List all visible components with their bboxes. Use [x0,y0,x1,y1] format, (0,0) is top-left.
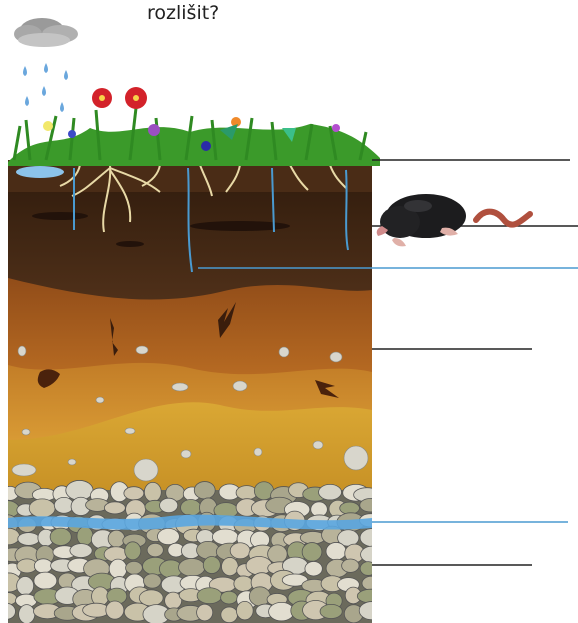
gravel-stone [17,577,34,596]
gravel-stone [361,546,385,563]
gravel-stone [305,561,322,575]
gravel-stone [19,605,35,623]
soil-layers [0,160,385,623]
gravel-stone [197,588,222,604]
gravel-stone [50,528,71,545]
gravel-stone [342,559,359,572]
gravel-stone [29,499,55,518]
gravel-stone [360,498,381,511]
gravel-stone [362,576,381,590]
gravel-stone [0,603,15,619]
gravel-stone [179,558,205,576]
gravel-stone [359,602,384,620]
gravel-stone [106,601,124,619]
gravel-stone [236,601,253,620]
gravel-stone [221,591,238,604]
gravel-stone [18,533,40,546]
gravel-stone [197,541,220,559]
gravel-stone [108,530,125,547]
gravel-stone [326,542,346,560]
flowers-icon [8,87,380,166]
gravel-stone [268,545,288,563]
gravel-stone [124,487,144,500]
cloud-icon [14,18,78,47]
gravel-stone [221,607,238,623]
gravel-stone [319,484,342,500]
gravel-stone [34,572,57,589]
gravel-stone [320,604,342,618]
gravel-stone [160,498,178,512]
earthworm-icon [476,212,530,225]
gravel-stone [197,604,213,621]
puddle [16,166,64,178]
gravel-stone [203,556,220,573]
gravel-stone [181,499,202,515]
gravel-stone [147,543,163,556]
gravel-stone [249,587,270,606]
raindrops-icon [23,63,68,112]
gravel-stone [77,527,93,546]
gravel-stone [34,559,52,573]
gravel-stone [357,589,385,603]
gravel-stone [125,542,141,560]
gravel-stone [144,482,161,501]
gravel-stone [234,576,253,592]
gravel-stone [143,574,161,588]
mole-icon [377,194,466,246]
gravel-stone [157,528,179,544]
gravel-stone [222,557,239,575]
gravel-stone [340,502,360,514]
gravel-stone [360,529,384,547]
gravel-stone [0,528,20,545]
gravel-stone [0,593,17,605]
gravel-stone [194,482,215,499]
gravel-stone [360,562,376,576]
gravel-stone [70,544,92,558]
gravel-stone [212,529,238,545]
gravel-stone [126,561,143,574]
gravel-stone [269,602,295,620]
gravel-stone [230,543,250,559]
gravel-stone [302,543,322,562]
gravel-stone [104,502,125,514]
